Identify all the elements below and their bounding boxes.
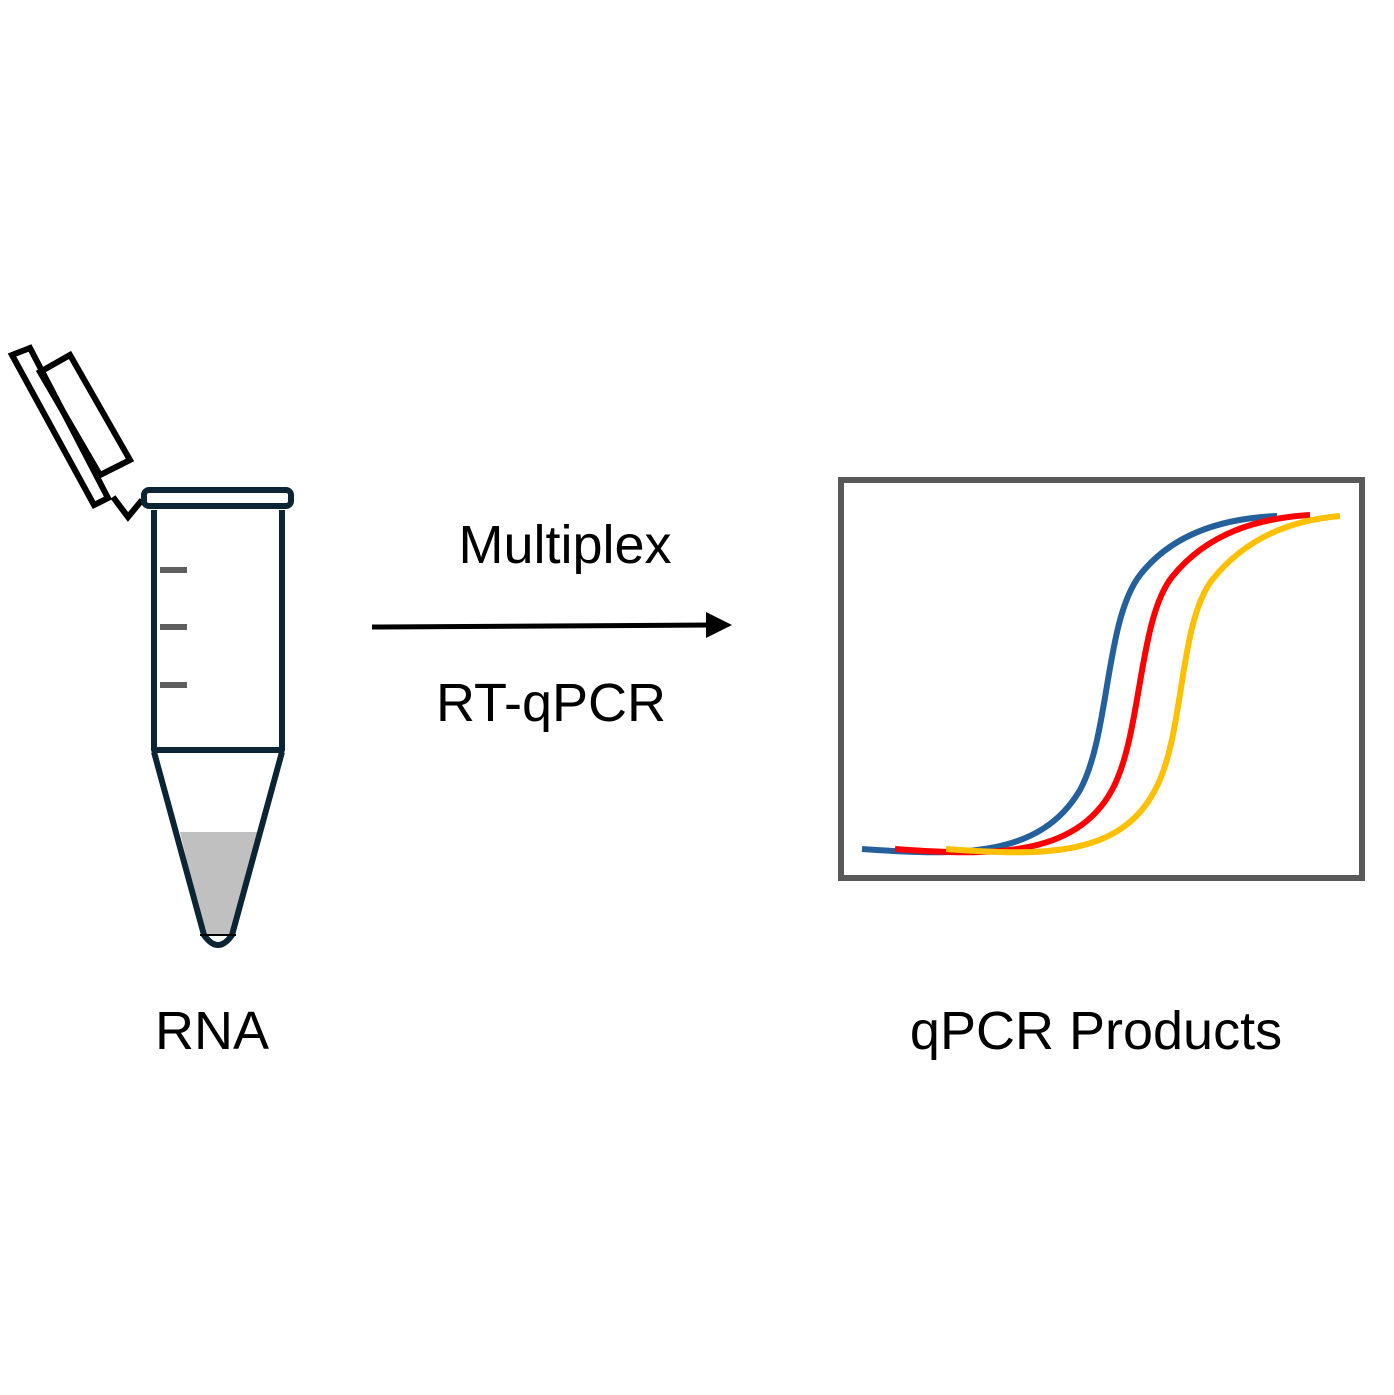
amplification-plot bbox=[838, 477, 1365, 881]
curve-3 bbox=[945, 513, 1341, 856]
tube-lid bbox=[7, 344, 145, 522]
plot-frame bbox=[838, 477, 1365, 881]
step-label-multiplex: Multiplex bbox=[458, 515, 672, 575]
tube-graduations bbox=[160, 567, 187, 688]
output-label-qpcr-products: qPCR Products bbox=[909, 1001, 1283, 1061]
input-label-rna: RNA bbox=[154, 1001, 270, 1061]
microcentrifuge-tube-icon bbox=[7, 344, 294, 948]
process-arrow bbox=[371, 612, 732, 638]
step-label-rt-qpcr: RT-qPCR bbox=[435, 673, 667, 733]
tube-rim bbox=[141, 487, 294, 509]
